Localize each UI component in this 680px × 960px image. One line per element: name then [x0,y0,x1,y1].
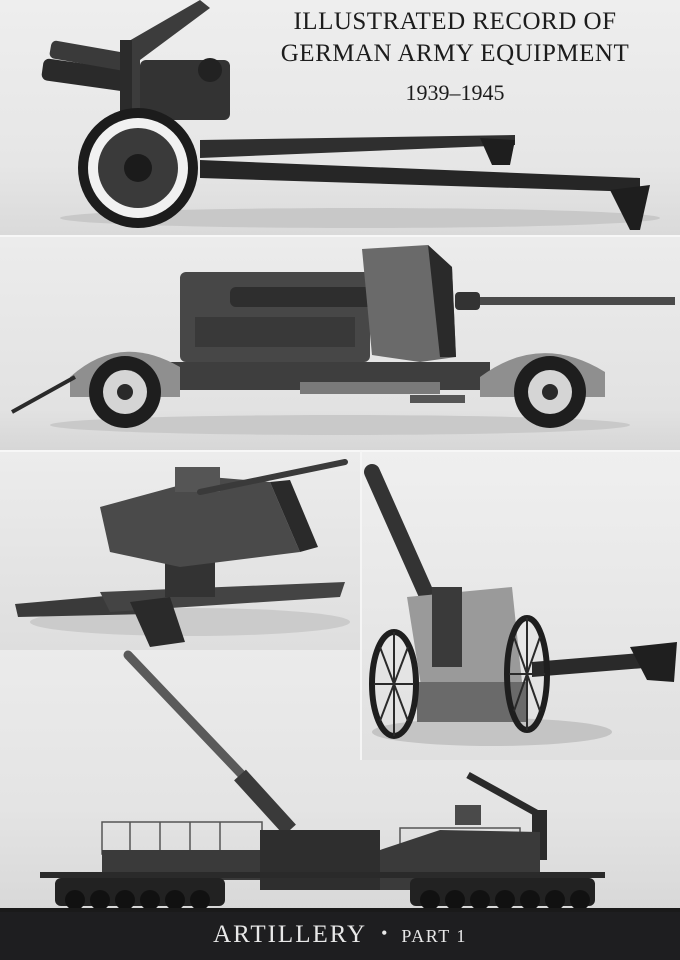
light-aa-gun-illustration [15,459,350,647]
howitzer-illustration [41,0,660,230]
subtitle-band: ARTILLERY • PART 1 [0,912,680,960]
photo-aa-gun-trailer [0,235,680,452]
bullet-separator: • [381,923,388,943]
part-label: PART 1 [401,926,467,946]
photo-field-howitzer: ILLUSTRATED RECORD OF GERMAN ARMY EQUIPM… [0,0,680,235]
title-line-2: GERMAN ARMY EQUIPMENT [280,40,630,67]
subtitle-artillery: ARTILLERY [213,921,368,948]
railway-gun-illustration [0,650,680,912]
book-title: ILLUSTRATED RECORD OF GERMAN ARMY EQUIPM… [250,6,660,106]
title-line-1: ILLUSTRATED RECORD OF [293,8,617,35]
title-years: 1939–1945 [405,80,505,105]
photo-spoked-howitzer [360,450,680,762]
photo-light-aa-gun [0,450,360,652]
aa-gun-illustration [11,245,675,435]
spoked-howitzer-illustration [364,464,677,746]
